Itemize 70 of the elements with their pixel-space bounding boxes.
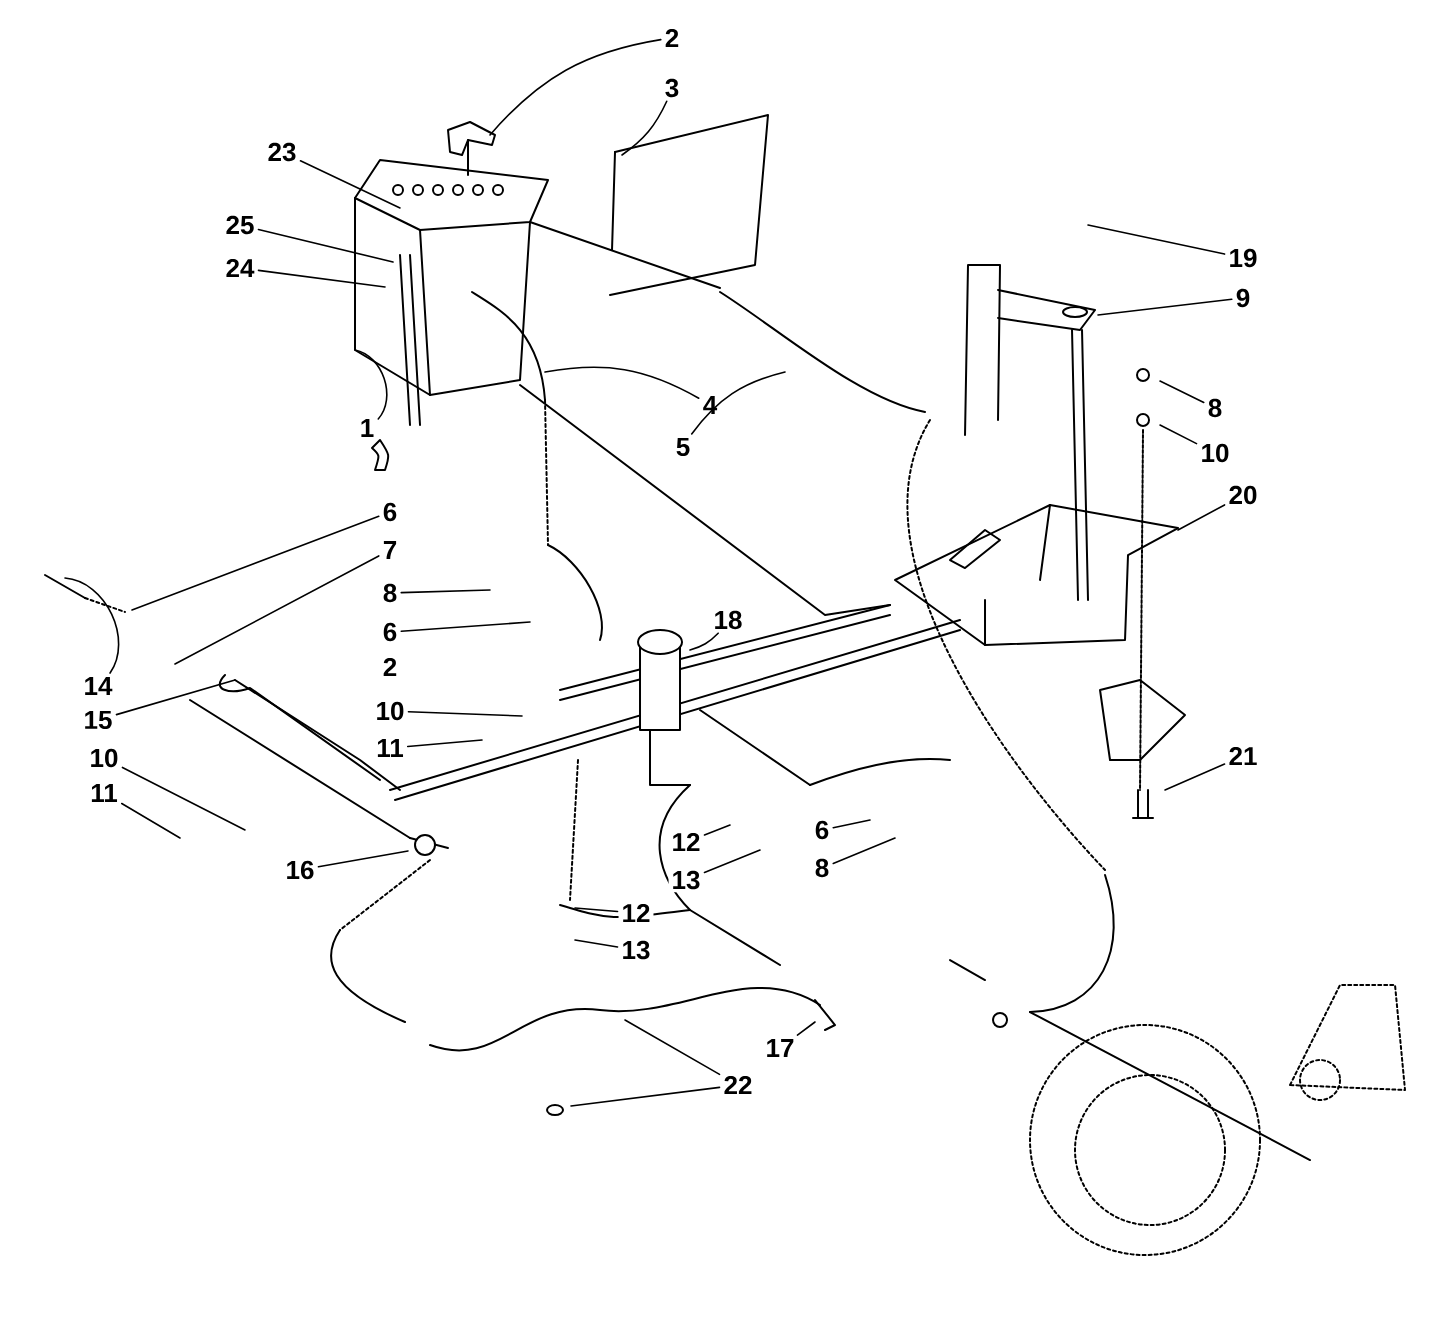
leader-line bbox=[400, 589, 491, 594]
leader-line bbox=[120, 802, 181, 839]
callout-number: 12 bbox=[618, 900, 654, 926]
leader-line bbox=[1177, 504, 1226, 531]
leader-line bbox=[1159, 424, 1198, 445]
callout-number: 16 bbox=[282, 857, 318, 883]
callout-number: 6 bbox=[379, 499, 401, 525]
leader-line bbox=[257, 228, 394, 263]
leader-line bbox=[621, 100, 668, 156]
callout-number: 19 bbox=[1225, 245, 1261, 271]
callout-number: 10 bbox=[86, 745, 122, 771]
leader-line bbox=[1097, 298, 1233, 316]
leader-line bbox=[257, 269, 386, 288]
callout-number: 9 bbox=[1232, 285, 1254, 311]
callout-number: 1 bbox=[356, 416, 378, 440]
callout-number: 8 bbox=[379, 580, 401, 606]
leader-line bbox=[121, 766, 246, 831]
leader-line bbox=[406, 739, 483, 748]
callout-number: 3 bbox=[661, 75, 683, 101]
leader-line bbox=[832, 819, 871, 829]
callout-number: 4 bbox=[699, 393, 721, 417]
callout-number: 2 bbox=[661, 25, 683, 51]
callout-number: 10 bbox=[372, 698, 408, 724]
callout-number: 13 bbox=[668, 867, 704, 893]
leader-line bbox=[174, 555, 380, 665]
callout-number: 8 bbox=[1204, 395, 1226, 421]
callout-number: 6 bbox=[379, 619, 401, 645]
callout-number: 18 bbox=[710, 607, 746, 633]
leader-line bbox=[407, 710, 523, 717]
leader-line bbox=[400, 621, 531, 632]
callout-number: 12 bbox=[668, 829, 704, 855]
leader-line bbox=[354, 349, 388, 420]
leader-line bbox=[115, 679, 236, 716]
callout-number: 5 bbox=[672, 434, 694, 460]
leader-line bbox=[299, 159, 401, 209]
callout-number: 10 bbox=[1197, 440, 1233, 466]
leader-line bbox=[317, 850, 409, 868]
leader-line bbox=[544, 366, 700, 399]
leader-line bbox=[570, 1086, 721, 1107]
leader-line bbox=[832, 837, 896, 865]
callout-number: 21 bbox=[1225, 743, 1261, 769]
leader-line bbox=[1164, 763, 1226, 791]
callout-number: 13 bbox=[618, 937, 654, 963]
leader-line bbox=[703, 849, 761, 874]
callout-number: 2 bbox=[383, 657, 397, 677]
callout-number: 11 bbox=[373, 736, 407, 760]
leader-line bbox=[64, 577, 120, 674]
callout-number: 20 bbox=[1225, 482, 1261, 508]
leader-line bbox=[796, 1021, 816, 1036]
callout-number: 8 bbox=[811, 855, 833, 881]
leader-line bbox=[131, 515, 380, 611]
callout-number: 11 bbox=[87, 781, 121, 805]
leader-line bbox=[574, 939, 619, 948]
leader-line bbox=[489, 38, 662, 136]
callout-number: 15 bbox=[80, 707, 116, 733]
leader-line bbox=[574, 907, 619, 913]
leader-line bbox=[1159, 380, 1205, 404]
callout-number: 17 bbox=[762, 1036, 798, 1060]
callout-number: 7 bbox=[379, 538, 401, 562]
leader-line bbox=[689, 632, 719, 651]
callout-number: 6 bbox=[811, 817, 833, 843]
leader-line bbox=[624, 1019, 721, 1076]
leader-line bbox=[703, 824, 731, 836]
callout-number: 24 bbox=[222, 255, 258, 281]
leader-line bbox=[690, 371, 786, 435]
callout-number: 22 bbox=[720, 1072, 756, 1098]
callout-number: 14 bbox=[80, 674, 116, 698]
callout-number: 25 bbox=[222, 212, 258, 238]
callout-number: 23 bbox=[264, 139, 300, 165]
leader-line bbox=[1087, 224, 1226, 255]
